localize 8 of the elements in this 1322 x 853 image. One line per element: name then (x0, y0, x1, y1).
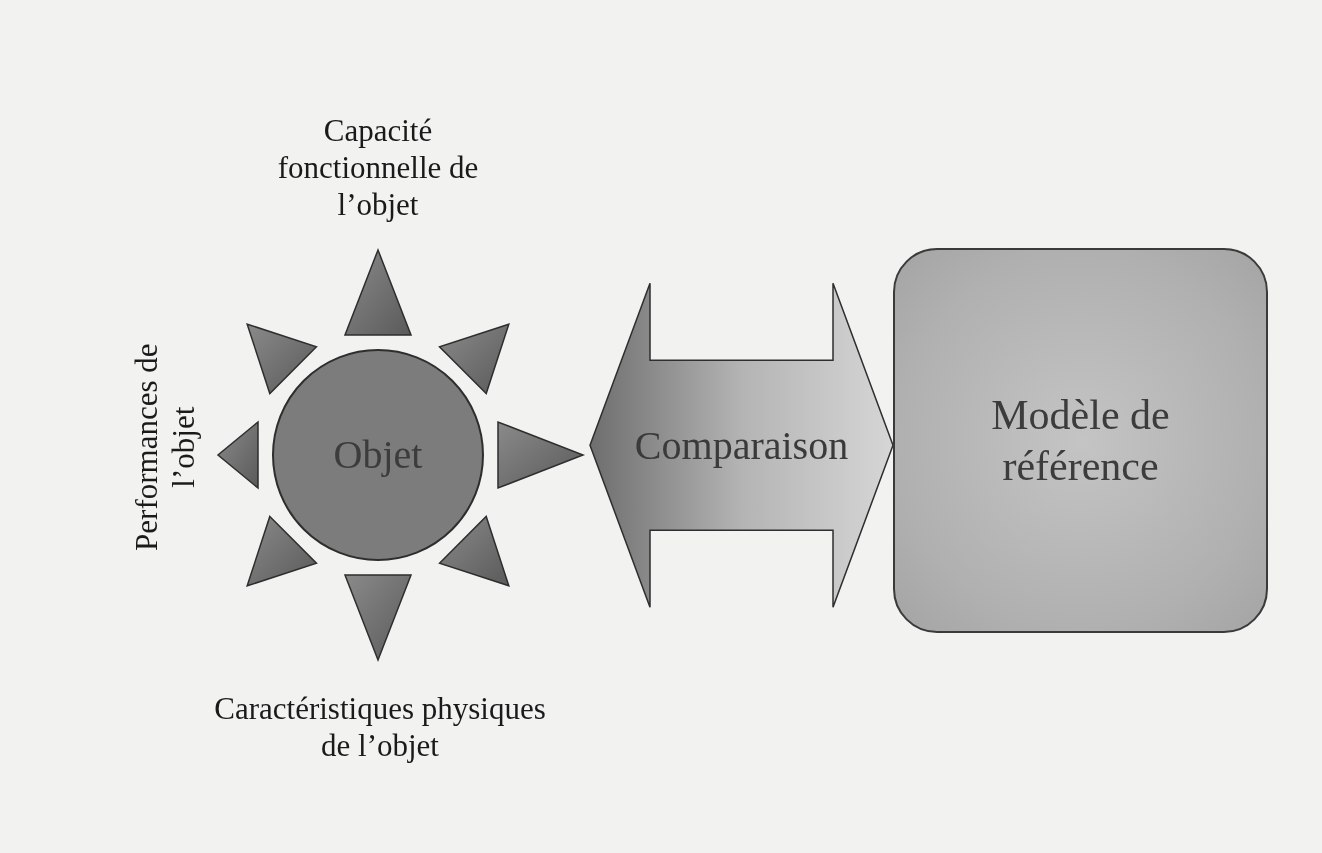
sun-ray-label: Performances de l’objet (127, 342, 202, 553)
sun-ray-label: Caractéristiques physiques de l’objet (213, 690, 547, 765)
sun-ray-label: Capacité fonctionnelle de l’objet (276, 112, 480, 224)
node-label: Modèle de référence (990, 391, 1171, 491)
double-arrow (589, 282, 894, 608)
reference-box (893, 248, 1268, 633)
edge-label: Comparaison (634, 421, 849, 469)
node-label: Objet (333, 431, 423, 479)
